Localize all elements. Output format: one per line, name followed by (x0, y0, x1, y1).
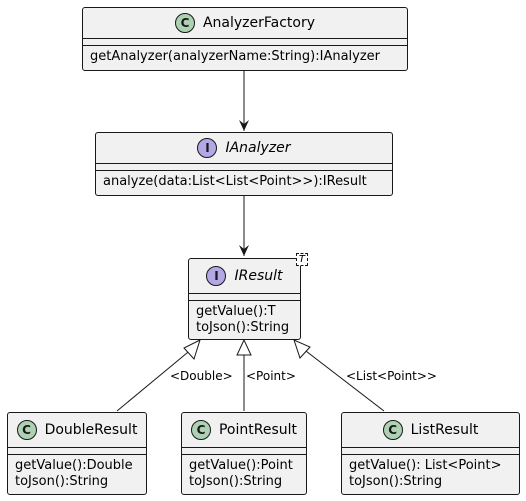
class-method: getValue():T (196, 304, 276, 319)
class-badge-icon: C (174, 13, 195, 33)
point-result-class: C PointResult getValue():Point toJson():… (181, 412, 307, 495)
list-edge-label: <List<Point>> (346, 369, 437, 383)
class-method: toJson():String (349, 474, 443, 489)
type-parameter: T (295, 253, 308, 266)
iresult-interface: T I IResult getValue():T toJson():String (188, 253, 308, 340)
list-result-class: C ListResult getValue(): List<Point> toJ… (341, 412, 520, 495)
class-name: AnalyzerFactory (202, 15, 316, 31)
class-name: IAnalyzer (225, 140, 291, 156)
class-header: I IAnalyzer (96, 133, 392, 164)
class-method: toJson():String (189, 474, 283, 489)
class-name: DoubleResult (44, 422, 138, 438)
double-result-class: C DoubleResult getValue():Double toJson(… (7, 412, 147, 495)
class-name: IResult (234, 268, 283, 284)
class-badge-icon: C (190, 420, 211, 440)
class-badge-icon: C (16, 420, 37, 440)
analyzer-factory-class: C AnalyzerFactory getAnalyzer(analyzerNa… (82, 7, 408, 71)
class-method: toJson():String (15, 474, 109, 489)
class-method: toJson():String (196, 320, 290, 335)
class-method: getValue(): List<Point> (349, 458, 502, 473)
class-method: getAnalyzer(analyzerName:String):IAnalyz… (90, 49, 381, 64)
interface-badge-icon: I (197, 138, 218, 158)
class-header: C AnalyzerFactory (83, 8, 407, 39)
point-edge-label: <Point> (246, 369, 296, 383)
class-name: ListResult (410, 422, 479, 438)
class-header: C DoubleResult (8, 413, 146, 448)
class-name: PointResult (218, 422, 298, 438)
class-method: getValue():Double (15, 458, 133, 473)
class-header: I IResult (189, 259, 300, 294)
class-header: C ListResult (342, 413, 519, 448)
class-method: getValue():Point (189, 458, 293, 473)
double-edge-label: <Double> (170, 369, 233, 383)
class-badge-icon: C (382, 420, 403, 440)
class-method: analyze(data:List<List<Point>>):IResult (103, 174, 367, 189)
class-header: C PointResult (182, 413, 306, 448)
ianalyzer-interface: I IAnalyzer analyze(data:List<List<Point… (95, 132, 393, 196)
interface-badge-icon: I (206, 266, 227, 286)
